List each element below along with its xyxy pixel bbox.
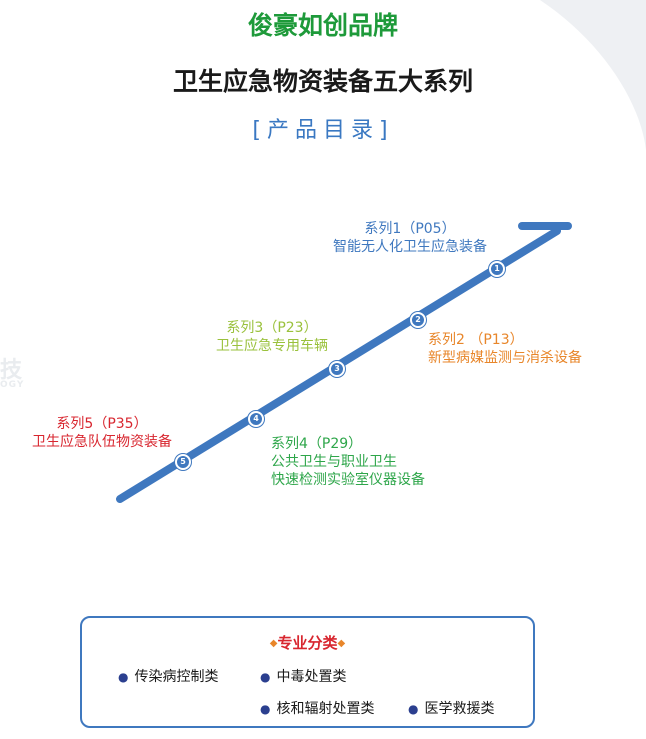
bullet-icon: ● (260, 702, 271, 716)
series-node-1: 1 (489, 261, 505, 277)
series-label-5[interactable]: 系列5（P35） 卫生应急队伍物资装备 (22, 415, 182, 451)
page-title: 卫生应急物资装备五大系列 (172, 67, 473, 96)
series-label-4[interactable]: 系列4（P29） 公共卫生与职业卫生 快速检测实验室仪器设备 (271, 435, 425, 489)
category-item[interactable]: ● 中毒处置类 (260, 666, 346, 686)
bullet-icon: ● (260, 670, 271, 684)
background-watermark: 技 (0, 358, 23, 383)
series-3-page: 系列3（P23） (226, 320, 318, 336)
series-1-name: 智能无人化卫生应急装备 (333, 239, 487, 255)
series-1-page: 系列1（P05） (364, 221, 456, 237)
series-4-name-cont: 快速检测实验室仪器设备 (271, 472, 425, 488)
series-4-page: 系列4（P29） (271, 436, 363, 452)
series-4-name: 公共卫生与职业卫生 (271, 454, 397, 470)
categories-box: ◆专业分类◆ ● 传染病控制类 ● 中毒处置类 ● 核和辐射处置类 ● 医学救援类 (80, 616, 535, 728)
category-item[interactable]: ● 传染病控制类 (118, 666, 218, 686)
category-label: 核和辐射处置类 (276, 701, 375, 717)
category-label: 医学救援类 (424, 701, 495, 717)
series-node-2: 2 (410, 312, 426, 328)
series-label-1[interactable]: 系列1（P05） 智能无人化卫生应急装备 (325, 220, 495, 256)
diamond-icon: ◆ (337, 638, 346, 649)
series-label-2[interactable]: 系列2 （P13） 新型病媒监测与消杀设备 (428, 331, 582, 367)
diamond-icon: ◆ (269, 638, 278, 649)
series-2-name: 新型病媒监测与消杀设备 (428, 350, 582, 366)
series-label-3[interactable]: 系列3（P23） 卫生应急专用车辆 (208, 319, 336, 355)
background-watermark-sub: OGY (0, 380, 25, 390)
category-label: 中毒处置类 (276, 669, 347, 685)
series-node-3: 3 (329, 361, 345, 377)
category-label: 传染病控制类 (134, 669, 219, 685)
series-5-page: 系列5（P35） (56, 416, 148, 432)
bullet-icon: ● (118, 670, 129, 684)
series-5-name: 卫生应急队伍物资装备 (32, 434, 172, 450)
bullet-icon: ● (408, 702, 419, 716)
categories-title: 专业分类 (277, 634, 338, 652)
series-node-4: 4 (248, 411, 264, 427)
series-2-page: 系列2 （P13） (428, 332, 524, 348)
category-item[interactable]: ● 核和辐射处置类 (260, 698, 374, 718)
series-node-5: 5 (175, 454, 191, 470)
catalog-subtitle: [产品目录] (252, 118, 394, 143)
categories-title-row: ◆专业分类◆ (82, 632, 533, 653)
category-item[interactable]: ● 医学救援类 (408, 698, 494, 718)
brand-title: 俊豪如创品牌 (247, 11, 398, 40)
series-3-name: 卫生应急专用车辆 (216, 338, 328, 354)
